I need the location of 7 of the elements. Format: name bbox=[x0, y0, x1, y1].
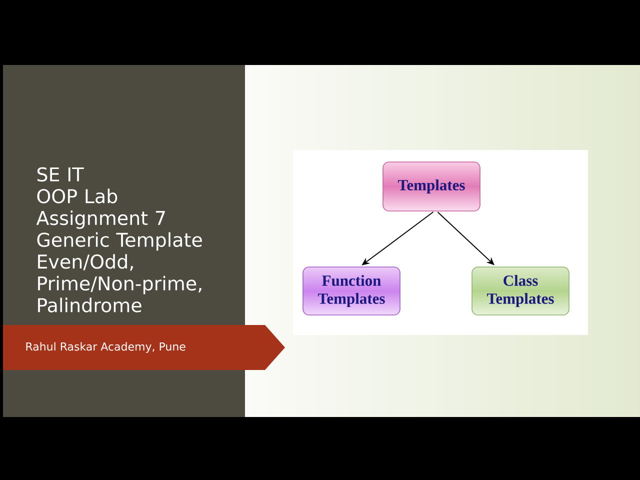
rounded-box: Function Templates bbox=[302, 266, 400, 316]
banner-band: Rahul Raskar Academy, Pune bbox=[3, 325, 285, 370]
title-text: OOP Lab bbox=[37, 188, 118, 204]
rounded-box: Class Templates bbox=[472, 266, 570, 316]
title-text: Assignment 7 bbox=[36, 210, 165, 229]
title-text: SE IT bbox=[37, 167, 84, 182]
rounded-box: Templates bbox=[382, 162, 480, 212]
